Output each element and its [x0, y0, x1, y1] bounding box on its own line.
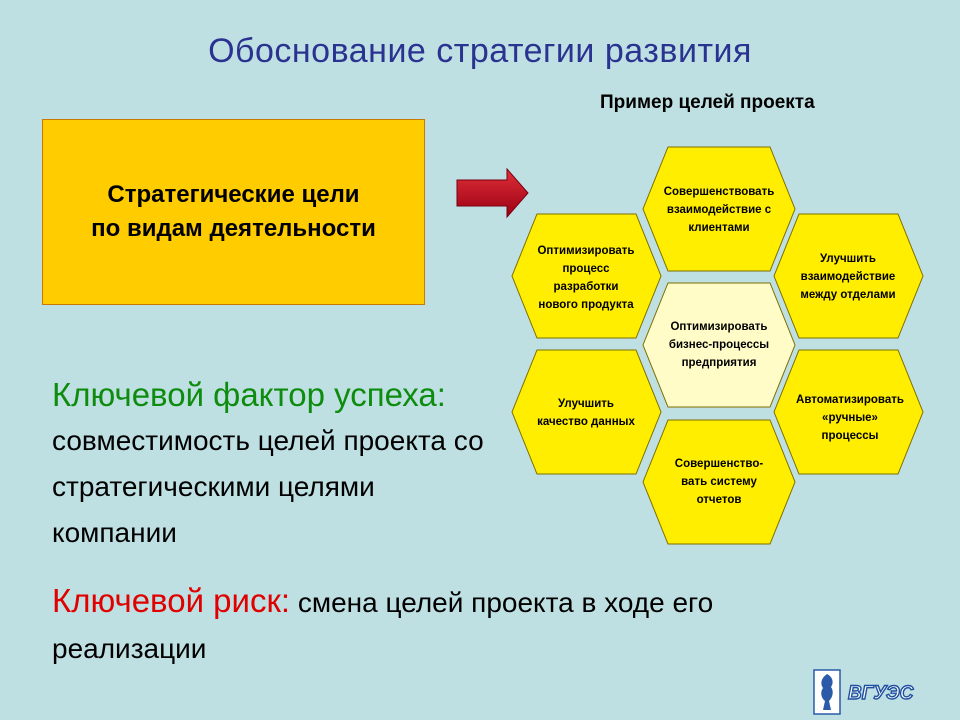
strategic-goals-line-1: Стратегические цели [107, 181, 360, 208]
university-logo: ВГУЭС [813, 669, 914, 715]
success-factor-line-2: стратегическими целями [52, 471, 375, 502]
hexagon-center [642, 282, 796, 408]
key-risk-text: смена целей проекта в ходе его [290, 587, 714, 618]
success-factor-block: Ключевой фактор успеха: совместимость це… [52, 372, 532, 556]
hexagon-center-label: Оптимизировать бизнес-процессы предприят… [668, 321, 770, 369]
hexagon-upper-right [773, 213, 924, 339]
strategic-goals-line-2: по видам деятельности [91, 215, 376, 242]
right-arrow-icon [456, 167, 529, 219]
hexagon-lower-left [511, 349, 662, 475]
hexagon-upper-right-label: Улучшить взаимодействие между отделами [800, 253, 896, 301]
hexagon-lower-right [773, 349, 924, 475]
key-risk-heading: Ключевой риск: [52, 582, 291, 619]
hexagon-lower-left-label: Улучшить качество данных [537, 398, 635, 428]
hexagon-upper-left [511, 213, 662, 339]
hexagon-top-label: Совершенствовать взаимодействие с клиент… [663, 186, 775, 234]
success-factor-line-1: совместимость целей проекта со [52, 425, 484, 456]
slide-title: Обоснование стратегии развития [208, 32, 752, 70]
hexagon-lower-right-label: Автоматизировать «ручные» процессы [796, 394, 904, 442]
hexagon-upper-left-label: Оптимизировать процесс разработки нового… [537, 245, 635, 311]
logo-text: ВГУЭС [848, 683, 914, 704]
key-risk-block: Ключевой риск: смена целей проекта в ход… [52, 578, 852, 672]
success-factor-heading: Ключевой фактор успеха: [52, 376, 446, 413]
example-title: Пример целей проекта [600, 92, 815, 113]
hexagon-bottom [642, 419, 796, 545]
hexagon-bottom-label: Совершенство- вать систему отчетов [674, 458, 764, 506]
hexagon-top [642, 146, 796, 272]
strategic-goals-box: Стратегические цели по видам деятельност… [42, 119, 425, 305]
success-factor-line-3: компании [52, 517, 177, 548]
key-risk-line-2: реализации [52, 633, 207, 664]
